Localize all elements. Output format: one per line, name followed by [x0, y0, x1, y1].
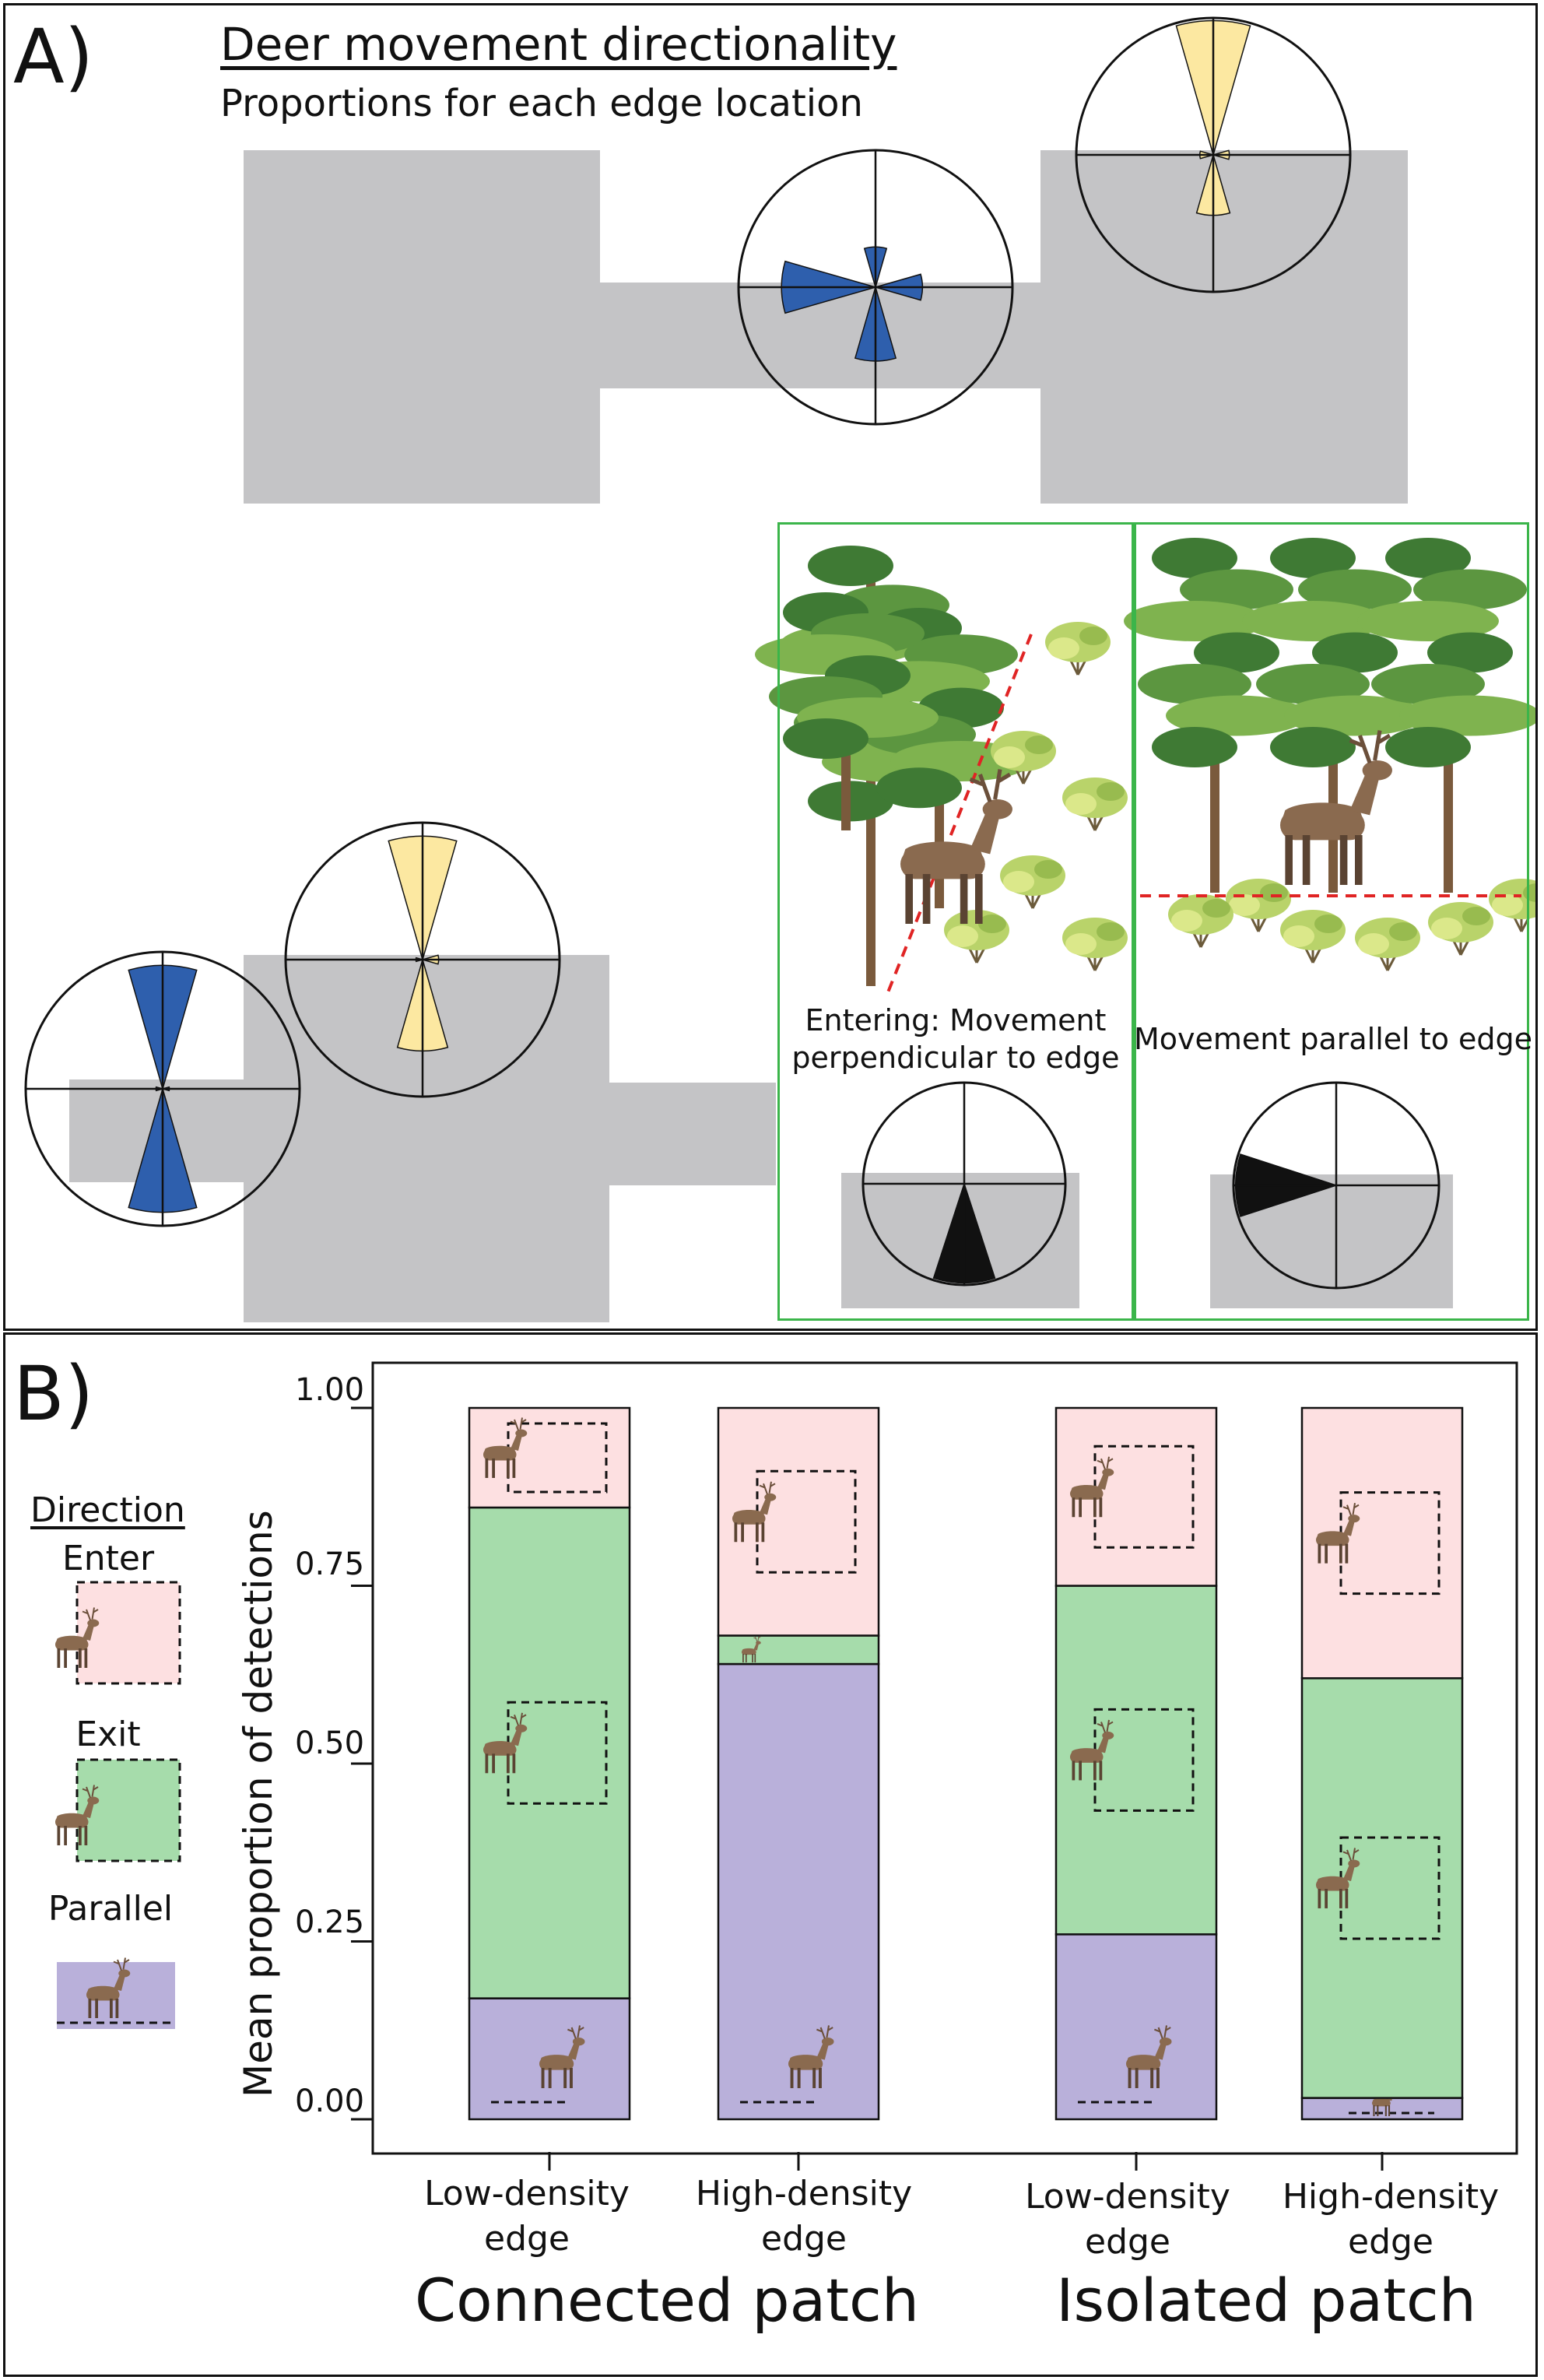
category-label: Low-density: [424, 2174, 630, 2213]
shrub-icon: [1062, 918, 1128, 971]
legend-label-exit: Exit: [75, 1715, 141, 1754]
panel-a-title: Deer movement directionality: [220, 18, 897, 71]
deer-icon: [86, 1957, 131, 2018]
rose-diagram: [737, 149, 1014, 426]
panel-a-subtitle: Proportions for each edge location: [220, 82, 863, 125]
legend-label-parallel: Parallel: [47, 1889, 174, 1929]
y-tick-label: 1.00: [295, 1372, 365, 1408]
y-tick-label: 0.00: [295, 2083, 365, 2119]
category-label: High-density: [695, 2174, 913, 2213]
bar-segment-parallel: [717, 1662, 880, 2121]
tree-icon: [755, 592, 939, 830]
deer-icon: [732, 1481, 777, 1543]
category-label: High-density: [1282, 2177, 1500, 2217]
deer-icon: [1280, 730, 1392, 885]
deer-icon: [1070, 1719, 1114, 1781]
deer-icon: [1070, 1456, 1114, 1518]
illustration-parallel: [1134, 522, 1529, 1321]
panel-b-label: B): [13, 1350, 94, 1437]
deer-icon: [55, 1607, 100, 1668]
illustration-entering: [777, 522, 1134, 1321]
group-label-isolated: Isolated patch: [1056, 2266, 1476, 2335]
isolated-corridor: [608, 1083, 776, 1185]
edge-line: [886, 634, 1033, 993]
deer-icon: [1316, 1502, 1360, 1564]
deer-icon: [539, 2025, 585, 2088]
caption-entering-line1: Entering: Movement: [805, 1003, 1107, 1037]
bar-segment-exit: [468, 1506, 631, 1999]
shrub-icon: [1226, 879, 1291, 932]
rose-diagram: [1075, 16, 1352, 293]
y-axis-label: Mean proportion of detections: [236, 1510, 281, 2097]
bar-segment-exit: [717, 1634, 880, 1666]
deer-icon: [483, 1712, 528, 1774]
deer-icon: [742, 1635, 761, 1663]
rose-diagram: [284, 821, 561, 1098]
rose-diagram: [861, 1081, 1067, 1287]
shrub-icon: [1280, 910, 1346, 964]
shrub-icon: [1062, 778, 1128, 831]
legend-label-enter: Enter: [61, 1539, 155, 1578]
legend-swatch-exit: [75, 1758, 181, 1862]
tree-icon: [1357, 538, 1535, 893]
deer-icon: [788, 2025, 834, 2088]
panel-b-drawing: [55, 1361, 1518, 2171]
category-label: edge: [484, 2219, 570, 2259]
deer-icon: [1316, 1848, 1360, 1908]
category-label: Low-density: [1025, 2177, 1230, 2217]
shrub-icon: [1428, 902, 1493, 956]
shrub-icon: [1000, 855, 1065, 909]
shrub-icon: [1045, 622, 1111, 676]
tree-icon: [1124, 538, 1307, 893]
shrub-icon: [1168, 894, 1233, 948]
panel-a: A) Deer movement directionality Proporti…: [3, 3, 1538, 1331]
panel-a-label: A): [13, 13, 94, 100]
y-tick-label: 0.50: [295, 1725, 365, 1761]
y-tick-label: 0.75: [295, 1546, 365, 1582]
caption-entering-line2: perpendicular to edge: [791, 1041, 1120, 1075]
deer-icon: [483, 1417, 528, 1478]
panel-b: B) Direction Enter Exit Parallel Mean pr…: [3, 1332, 1538, 2377]
legend-title: Direction: [30, 1490, 185, 1530]
shrub-icon: [991, 731, 1056, 785]
deer-icon: [1126, 2025, 1172, 2088]
category-label: edge: [1085, 2222, 1170, 2262]
group-label-connected: Connected patch: [415, 2266, 919, 2335]
plot-frame: [371, 1361, 1518, 2155]
category-label: edge: [1348, 2222, 1433, 2262]
y-tick-label: 0.25: [295, 1904, 365, 1940]
shrub-icon: [1489, 879, 1535, 932]
bar-segment-parallel: [1054, 1933, 1218, 2121]
legend-swatch-enter: [75, 1581, 181, 1685]
deer-icon: [55, 1785, 100, 1845]
rose-diagram: [1232, 1081, 1440, 1290]
connected-habitat-patch: [244, 150, 600, 504]
tree-icon: [1242, 538, 1426, 893]
panel-a-drawing: [24, 16, 1535, 1322]
caption-parallel-line1: Movement parallel to edge: [1134, 1022, 1533, 1056]
shrub-icon: [1355, 918, 1420, 971]
category-label: edge: [761, 2219, 847, 2259]
rose-diagram: [24, 950, 301, 1227]
